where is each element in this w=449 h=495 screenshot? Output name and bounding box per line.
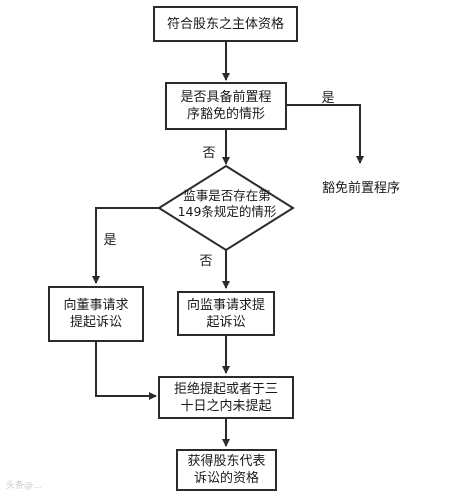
arrow-yes-to-exempt (287, 104, 364, 164)
node-refusal-or-no-action-label: 拒绝提起或者于三 十日之内未提起 (173, 381, 278, 414)
node-preconditions-exemption-label: 是否具备前置程 序豁免的情形 (180, 90, 272, 122)
edge-label-yes-2: 是 (103, 233, 117, 248)
node-preconditions-exemption: 是否具备前置程 序豁免的情形 (165, 82, 287, 130)
edge-label-no-1: 否 (202, 146, 216, 161)
node-refusal-or-no-action: 拒绝提起或者于三 十日之内未提起 (158, 376, 294, 419)
node-request-supervisor-label: 向监事请求提 起诉讼 (186, 297, 265, 330)
arrow-yes-to-board (92, 207, 159, 284)
edge-label-no-2: 否 (199, 254, 213, 269)
node-request-supervisor: 向监事请求提 起诉讼 (177, 291, 275, 336)
node-supervisor-decision-label: 监事是否存在第 149条规定的情形 (177, 188, 277, 219)
node-request-board-label: 向董事请求 提起诉讼 (63, 298, 129, 330)
node-derivative-qualification: 获得股东代表 诉讼的资格 (176, 449, 277, 491)
arrow-board-to-refusal (95, 342, 157, 400)
edge-label-yes-1: 是 (321, 91, 335, 106)
node-derivative-qualification-label: 获得股东代表 诉讼的资格 (187, 454, 266, 486)
node-request-board: 向董事请求 提起诉讼 (48, 286, 144, 342)
watermark: 头条@... (6, 481, 42, 491)
node-exempt-procedure: 豁免前置程序 (321, 181, 400, 196)
node-shareholder-qualification-label: 符合股东之主体资格 (166, 16, 284, 32)
node-shareholder-qualification: 符合股东之主体资格 (153, 6, 298, 42)
